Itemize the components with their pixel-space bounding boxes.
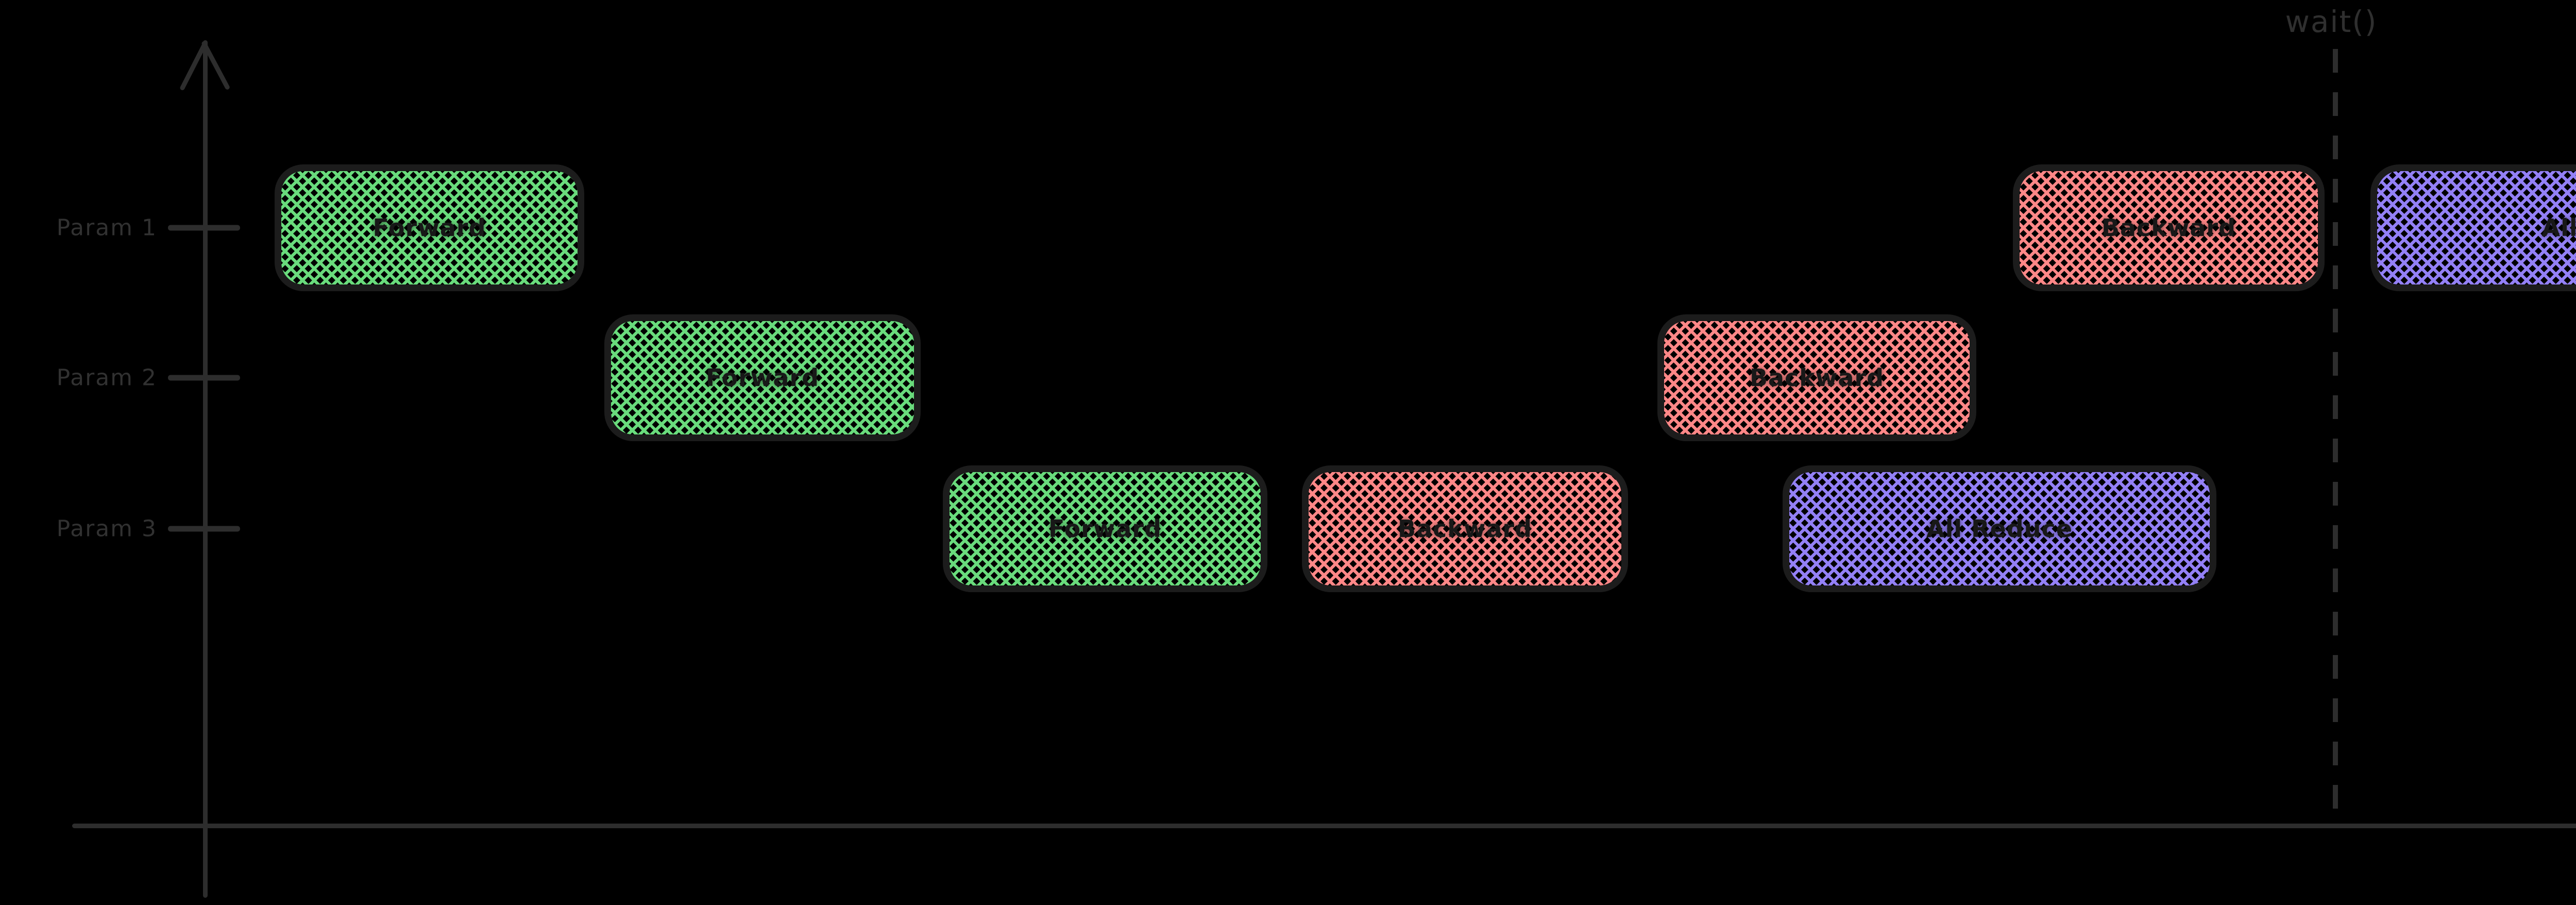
x-axis-line xyxy=(72,824,2576,828)
task-box-backward: Backward xyxy=(1302,465,1628,592)
row-label-2: Param 2 xyxy=(56,364,157,391)
task-box-label: All Reduce xyxy=(2541,214,2576,242)
axis-tick-row-3 xyxy=(168,526,240,532)
task-box-forward: Forward xyxy=(275,164,584,291)
row-label-1: Param 1 xyxy=(56,214,157,241)
task-box-label: All Reduce xyxy=(1926,515,2073,543)
task-box-forward: Forward xyxy=(943,465,1267,592)
task-box-backward: Backward xyxy=(2013,164,2325,291)
axis-tick-row-2 xyxy=(168,375,240,381)
task-box-label: Backward xyxy=(1397,515,1533,543)
task-box-label: Backward xyxy=(1749,364,1885,392)
task-box-label: Forward xyxy=(1048,515,1162,543)
task-box-all-reduce: All Reduce xyxy=(2370,164,2576,291)
axis-tick-row-1 xyxy=(168,225,240,231)
task-box-label: Backward xyxy=(2101,214,2236,242)
wait-label: wait() xyxy=(2285,4,2378,39)
task-box-all-reduce: All Reduce xyxy=(1783,465,2216,592)
task-box-label: Forward xyxy=(372,214,486,242)
task-box-forward: Forward xyxy=(604,314,921,441)
y-axis-line xyxy=(203,40,208,898)
row-label-3: Param 3 xyxy=(56,515,157,542)
wait-dashed-line xyxy=(2333,49,2338,823)
task-box-label: Forward xyxy=(706,364,819,392)
task-box-backward: Backward xyxy=(1657,314,1976,441)
